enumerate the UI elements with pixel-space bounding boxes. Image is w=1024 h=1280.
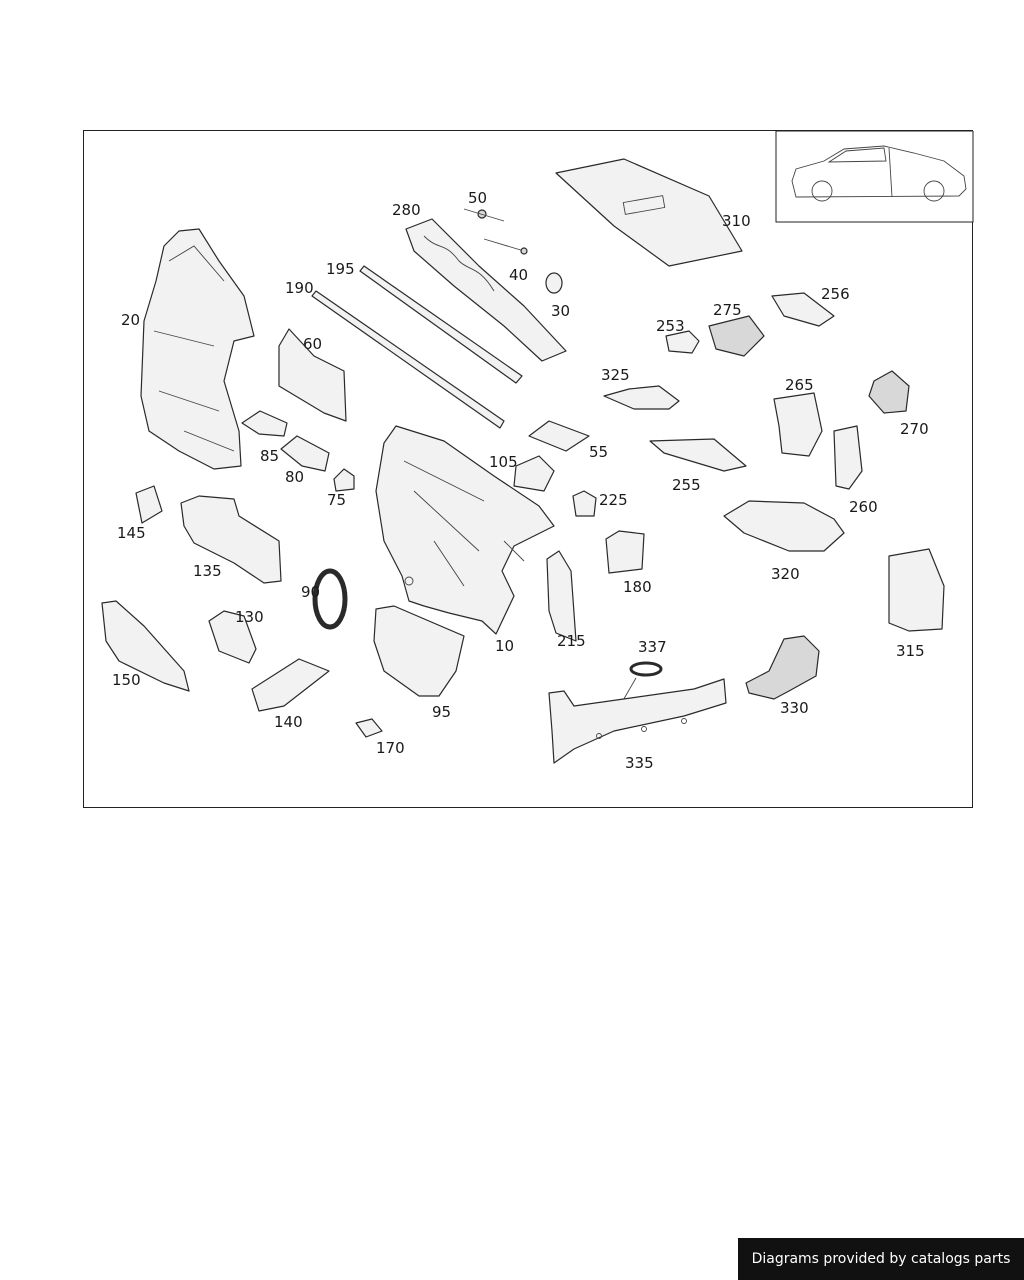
callout-60: 60	[303, 335, 322, 353]
callout-170: 170	[376, 739, 405, 757]
part-135	[180, 495, 282, 584]
callout-90: 90	[301, 583, 320, 601]
part-80	[280, 435, 330, 472]
callout-195: 195	[326, 260, 355, 278]
callout-180: 180	[623, 578, 652, 596]
part-215	[546, 550, 577, 642]
vehicle-thumbnail	[775, 131, 974, 223]
part-140	[251, 658, 330, 712]
part-265	[773, 392, 823, 457]
callout-256: 256	[821, 285, 850, 303]
part-260	[833, 425, 863, 490]
part-40	[483, 238, 528, 255]
callout-215: 215	[557, 632, 586, 650]
callout-325: 325	[601, 366, 630, 384]
part-330	[745, 635, 820, 700]
part-280	[405, 218, 567, 362]
callout-310: 310	[722, 212, 751, 230]
callout-20: 20	[121, 311, 140, 329]
callout-30: 30	[551, 302, 570, 320]
part-270	[868, 370, 910, 414]
part-55	[528, 420, 590, 452]
part-150	[101, 600, 190, 692]
callout-315: 315	[896, 642, 925, 660]
part-253	[665, 330, 700, 354]
part-85	[241, 410, 288, 437]
callout-85: 85	[260, 447, 279, 465]
callout-140: 140	[274, 713, 303, 731]
part-190	[311, 290, 505, 429]
callout-253: 253	[656, 317, 685, 335]
callout-135: 135	[193, 562, 222, 580]
callout-75: 75	[327, 491, 346, 509]
part-315	[888, 548, 945, 632]
part-256	[771, 292, 835, 327]
part-50	[463, 208, 505, 222]
callout-150: 150	[112, 671, 141, 689]
callout-275: 275	[713, 301, 742, 319]
callout-95: 95	[432, 703, 451, 721]
part-320	[723, 500, 845, 552]
part-95	[373, 605, 465, 697]
exploded-view-svg: 10 20 30 40 50 55 60 75 80 85 90 95 105 …	[101, 131, 974, 772]
callout-337: 337	[638, 638, 667, 656]
part-145	[135, 485, 163, 524]
part-60	[278, 328, 347, 422]
callout-335: 335	[625, 754, 654, 772]
parts-diagram: 10 20 30 40 50 55 60 75 80 85 90 95 105 …	[83, 130, 974, 808]
callout-105: 105	[489, 453, 518, 471]
part-180	[605, 530, 645, 574]
part-130	[208, 610, 257, 664]
callout-190: 190	[285, 279, 314, 297]
part-225	[572, 490, 597, 517]
callout-145: 145	[117, 524, 146, 542]
callout-50: 50	[468, 189, 487, 207]
part-255	[649, 438, 747, 472]
callout-55: 55	[589, 443, 608, 461]
callout-320: 320	[771, 565, 800, 583]
callout-80: 80	[285, 468, 304, 486]
part-325	[603, 385, 680, 410]
callout-280: 280	[392, 201, 421, 219]
callout-270: 270	[900, 420, 929, 438]
part-75	[333, 468, 355, 492]
part-170	[355, 718, 383, 738]
part-310	[555, 158, 743, 267]
part-90	[312, 568, 348, 630]
part-275	[708, 315, 765, 357]
callout-260: 260	[849, 498, 878, 516]
part-20	[140, 228, 255, 470]
callout-10: 10	[495, 637, 514, 655]
part-10	[375, 425, 555, 635]
callout-330: 330	[780, 699, 809, 717]
callout-40: 40	[509, 266, 528, 284]
callout-225: 225	[599, 491, 628, 509]
part-30	[545, 272, 563, 294]
callout-255: 255	[672, 476, 701, 494]
part-195	[359, 265, 523, 384]
part-335	[548, 678, 727, 764]
footer-credit-banner: Diagrams provided by catalogs parts	[738, 1238, 1024, 1280]
part-105	[513, 455, 555, 492]
callout-130: 130	[235, 608, 264, 626]
part-337	[629, 661, 663, 677]
callout-265: 265	[785, 376, 814, 394]
